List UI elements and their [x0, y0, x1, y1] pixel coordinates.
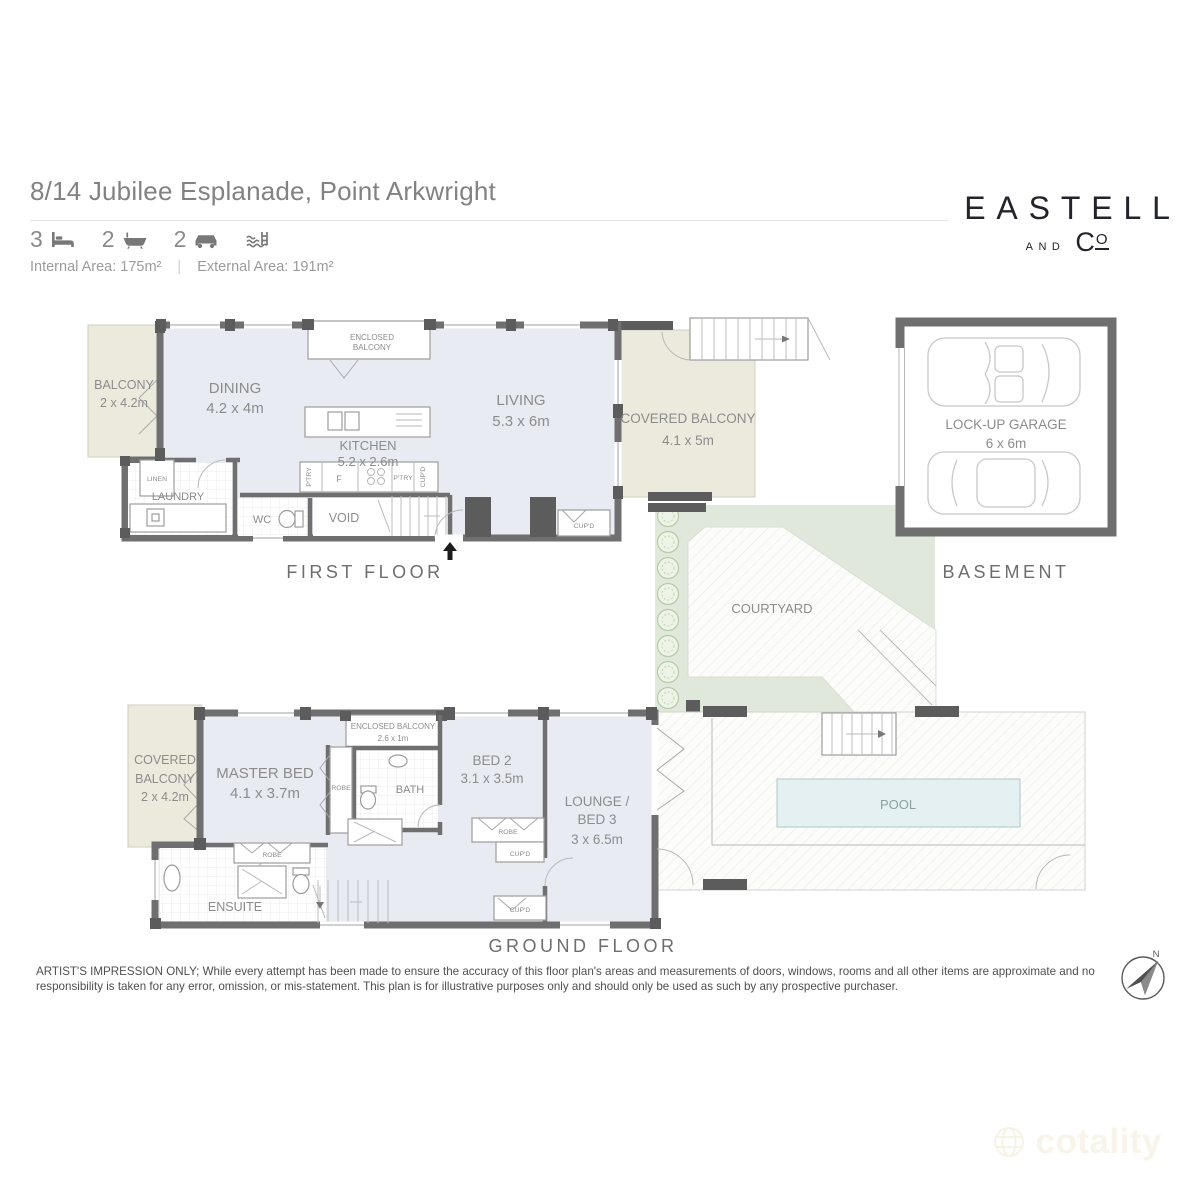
- living-size: 5.3 x 6m: [492, 413, 550, 430]
- gf-enclosed-balcony-label: ENCLOSED BALCONY: [351, 722, 436, 731]
- basement-plan: LOCK-UP GARAGE 6 x 6m BASEMENT: [888, 317, 1117, 582]
- bath-icon: [122, 230, 148, 250]
- pantry-label-2: P'TRY: [393, 475, 413, 482]
- car-icon: [193, 230, 219, 250]
- ff-stairs: [661, 317, 831, 361]
- baths-count: 2: [101, 226, 115, 252]
- ground-floor-title: GROUND FLOOR: [488, 936, 677, 956]
- gf-enclosed-balcony: [345, 714, 441, 749]
- garage-size: 6 x 6m: [986, 436, 1027, 451]
- ensuite-label: ENSUITE: [208, 900, 262, 914]
- agency-logo-and: AND: [1025, 241, 1066, 253]
- fridge-label: F: [336, 474, 342, 484]
- robe-label-2: ROBE: [498, 829, 518, 836]
- ff-enclosed-balcony: [307, 320, 431, 360]
- disclaimer-text: ARTIST'S IMPRESSION ONLY; While every at…: [36, 965, 1095, 994]
- watermark-text: cotality: [1035, 1122, 1162, 1161]
- first-floor-plan: BALCONY 2 x 4.2m DINING 4.2 x 4m ENCLOSE…: [87, 317, 831, 582]
- ff-balcony-size: 2 x 4.2m: [100, 396, 148, 410]
- header-divider: [30, 220, 948, 221]
- compass-north-label: N: [1153, 949, 1160, 960]
- ff-covered-balcony-label: COVERED BALCONY: [620, 411, 755, 426]
- external-area: External Area: 191m²: [197, 259, 334, 275]
- ff-cupd-label-1: CUP'D: [420, 467, 427, 488]
- ground-floor-plan: COVERED BALCONY 2 x 4.2m MASTER BED 4.1 …: [127, 704, 694, 956]
- pool-icon: [245, 230, 271, 250]
- garage-label: LOCK-UP GARAGE: [945, 417, 1066, 432]
- linen-label: LINEN: [147, 476, 167, 483]
- garage: [895, 317, 1117, 537]
- bed-icon: [50, 230, 76, 250]
- ff-cupd-label-2: CUP'D: [574, 523, 595, 530]
- watermark: cotality: [989, 1122, 1162, 1162]
- entry-arrow: [443, 542, 457, 560]
- laundry-label: LAUNDRY: [152, 491, 205, 503]
- gf-covered-balcony-label1: COVERED: [134, 753, 196, 767]
- dining-size: 4.2 x 4m: [206, 400, 264, 417]
- courtyard-label: COURTYARD: [731, 601, 812, 616]
- floor-plan-drawing: COURTYARD POOL: [87, 317, 1117, 956]
- compass-icon: N: [1121, 949, 1165, 1000]
- agency-logo: EASTELL AND CO: [964, 190, 1170, 257]
- ff-balcony-label: BALCONY: [94, 378, 154, 392]
- pool-label: POOL: [880, 797, 916, 812]
- bath-label: BATH: [396, 784, 425, 796]
- pool-terrace: POOL: [656, 706, 1086, 891]
- globe-icon: [994, 1127, 1025, 1157]
- void-label: VOID: [329, 511, 360, 525]
- robe-label-3: ROBE: [262, 852, 282, 859]
- terrace-stairs: [821, 712, 897, 756]
- ff-covered-balcony-size: 4.1 x 5m: [662, 433, 714, 448]
- ff-enclosed-balcony-label2: BALCONY: [353, 343, 392, 352]
- agency-logo-co: CO: [1075, 227, 1109, 257]
- wc-label: WC: [253, 514, 271, 526]
- kitchen-size: 5.2 x 2.6m: [338, 454, 399, 469]
- robe-label-1: ROBE: [331, 785, 351, 792]
- gf-enclosed-balcony-size: 2.6 x 1m: [378, 734, 409, 743]
- internal-area: Internal Area: 175m²: [30, 259, 162, 275]
- area-separator: |: [177, 259, 182, 275]
- gf-cupd-label-2: CUP'D: [510, 907, 531, 914]
- car-outline-2: [927, 451, 1081, 515]
- lounge-label2: BED 3: [577, 812, 616, 827]
- ff-balcony: [87, 324, 161, 458]
- dining-label: DINING: [209, 380, 262, 397]
- courtyard-trees: [656, 504, 680, 710]
- basement-title: BASEMENT: [942, 562, 1069, 582]
- bed2-label: BED 2: [472, 753, 511, 768]
- gf-covered-balcony-label2: BALCONY: [135, 772, 195, 786]
- pool: [776, 778, 1021, 828]
- master-bed-label: MASTER BED: [216, 765, 314, 782]
- courtyard-area: COURTYARD: [648, 503, 937, 715]
- area-summary: Internal Area: 175m² | External Area: 19…: [30, 259, 333, 275]
- master-bed-size: 4.1 x 3.7m: [230, 785, 300, 802]
- property-address: 8/14 Jubilee Esplanade, Point Arkwright: [30, 176, 496, 206]
- bed2-size: 3.1 x 3.5m: [460, 771, 523, 786]
- kitchen-label: KITCHEN: [339, 438, 396, 453]
- pantry-label-1: P'TRY: [306, 467, 313, 487]
- agency-logo-name: EASTELL: [964, 190, 1181, 226]
- gf-covered-balcony-size: 2 x 4.2m: [141, 790, 189, 804]
- cars-count: 2: [173, 226, 187, 252]
- lounge-label1: LOUNGE /: [565, 794, 630, 809]
- beds-count: 3: [30, 226, 43, 252]
- living-label: LIVING: [496, 392, 545, 409]
- gf-cupd-label-1: CUP'D: [510, 851, 531, 858]
- first-floor-title: FIRST FLOOR: [286, 562, 443, 582]
- car-outline-1: [927, 337, 1081, 407]
- lounge-size: 3 x 6.5m: [571, 832, 623, 847]
- ff-enclosed-balcony-label1: ENCLOSED: [350, 333, 394, 342]
- property-stats: 3 2 2: [30, 226, 297, 253]
